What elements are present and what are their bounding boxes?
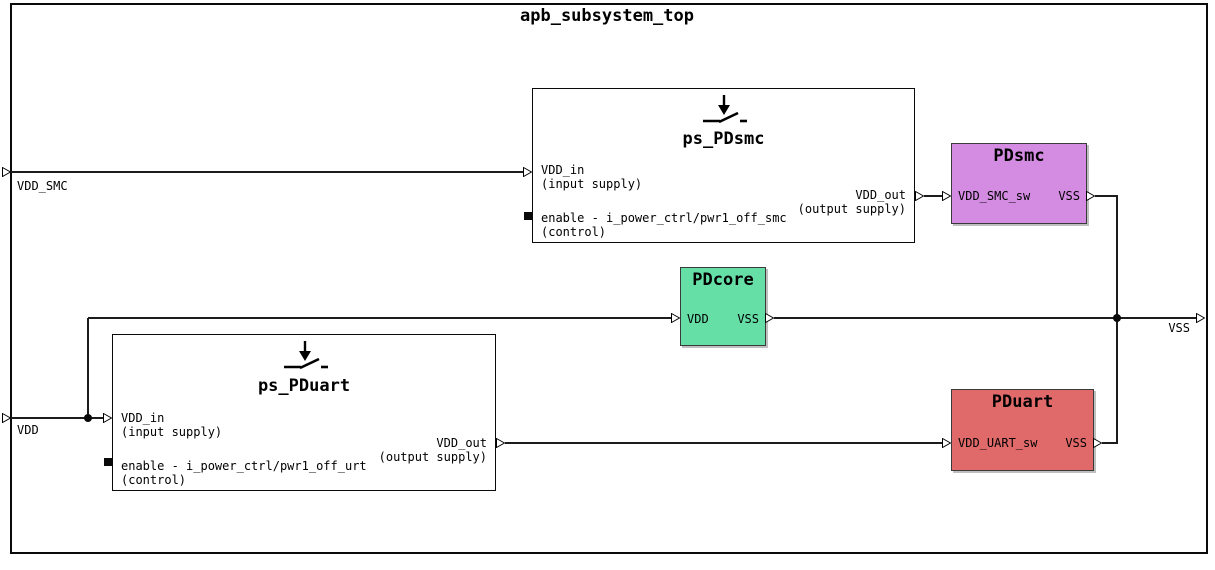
port-arrow-icon	[103, 413, 112, 423]
port-in-label: VDD_UART_sw	[958, 436, 1038, 450]
port-vdd-out-label: VDD_out(output supply)	[798, 188, 906, 216]
power-domain-pdcore: PDcore VDD VSS	[680, 267, 766, 346]
port-name: enable - i_power_ctrl/pwr1_off_smc	[541, 211, 787, 225]
port-vdd-in-label: VDD_in(input supply)	[541, 163, 642, 191]
node-title: PDcore	[692, 270, 754, 290]
node-title: ps_PDuart	[257, 376, 351, 396]
wire-uart-vss-h	[1102, 442, 1118, 444]
wire-vdd-core	[88, 317, 672, 319]
port-name: enable - i_power_ctrl/pwr1_off_urt	[121, 459, 367, 473]
port-type: (output supply)	[378, 450, 487, 464]
port-name: VDD_in	[541, 163, 585, 177]
port-arrow-icon	[496, 438, 505, 448]
port-label-vdd: VDD	[17, 423, 39, 437]
port-type: (control)	[541, 225, 607, 239]
control-port-icon	[104, 458, 112, 466]
port-label-vss: VSS	[1168, 321, 1190, 335]
port-label-vdd-smc: VDD_SMC	[17, 179, 68, 193]
port-vdd-in-label: VDD_in(input supply)	[121, 411, 222, 439]
junction-dot	[1113, 314, 1121, 322]
power-switch-icon	[284, 341, 328, 370]
port-type: (input supply)	[541, 177, 643, 191]
port-arrow-icon	[523, 167, 532, 177]
node-title: PDuart	[991, 392, 1054, 412]
port-vdd-out-label: VDD_out(output supply)	[379, 436, 487, 464]
port-out-label: VSS	[737, 312, 759, 326]
junction-dot	[84, 414, 92, 422]
port-name: VDD_out	[436, 436, 487, 450]
port-arrow-icon	[2, 167, 11, 177]
diagram-title: apb_subsystem_top	[520, 6, 694, 26]
wire-core-vss	[774, 317, 1197, 319]
port-enable-label: enable - i_power_ctrl/pwr1_off_urt(contr…	[121, 459, 367, 487]
port-name: VDD_out	[855, 188, 906, 202]
port-arrow-icon	[1093, 438, 1102, 448]
power-domain-pduart: PDuart VDD_UART_sw VSS	[951, 389, 1094, 471]
control-port-icon	[524, 212, 532, 220]
port-arrow-icon	[765, 313, 774, 323]
power-switch-icon	[703, 95, 747, 124]
wire-smc-out	[924, 195, 944, 197]
port-name: VDD_in	[121, 411, 165, 425]
wire-uart-vss-v	[1116, 318, 1118, 444]
port-out-label: VSS	[1065, 436, 1087, 450]
port-out-label: VSS	[1058, 189, 1080, 203]
top-module-boundary	[10, 3, 1208, 554]
port-type: (control)	[121, 473, 187, 487]
wire-uart-out	[505, 442, 943, 444]
power-domain-pdsmc: PDsmc VDD_SMC_sw VSS	[951, 143, 1087, 224]
port-arrow-icon	[671, 313, 680, 323]
node-title: PDsmc	[993, 146, 1045, 166]
port-arrow-icon	[942, 191, 951, 201]
port-arrow-icon	[1196, 313, 1205, 323]
power-switch-ps-pdsmc: ps_PDsmc VDD_in(input supply) enable - i…	[532, 88, 915, 243]
port-arrow-icon	[1086, 191, 1095, 201]
wire-vdd-smc	[10, 171, 524, 173]
port-arrow-icon	[942, 438, 951, 448]
port-arrow-icon	[2, 413, 11, 423]
wire-vdd-vert	[87, 318, 89, 418]
wire-smc-vss-v	[1116, 195, 1118, 319]
port-in-label: VDD	[687, 312, 709, 326]
port-type: (input supply)	[121, 425, 223, 439]
port-in-label: VDD_SMC_sw	[958, 189, 1031, 203]
wire-smc-vss-h	[1095, 195, 1118, 197]
node-title: ps_PDsmc	[682, 129, 765, 149]
power-switch-ps-pduart: ps_PDuart VDD_in(input supply) enable - …	[112, 334, 496, 491]
port-enable-label: enable - i_power_ctrl/pwr1_off_smc(contr…	[541, 211, 787, 239]
port-type: (output supply)	[797, 202, 906, 216]
port-arrow-icon	[915, 191, 924, 201]
wire-vdd	[10, 417, 104, 419]
